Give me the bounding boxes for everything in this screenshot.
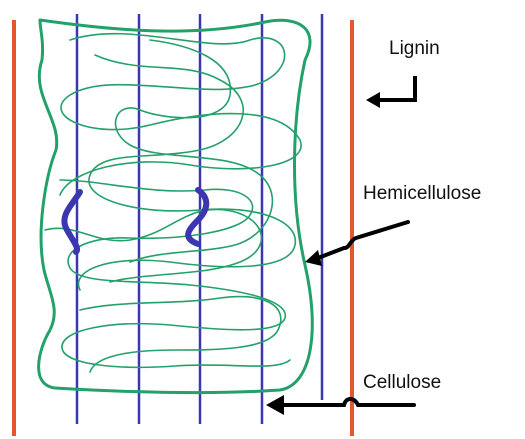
hemicellulose-label: Hemicellulose xyxy=(363,183,481,204)
lignin-network xyxy=(39,20,313,393)
hemicellulose-arrow xyxy=(305,222,408,266)
hemicellulose-kinks xyxy=(64,190,206,252)
cellulose-label: Cellulose xyxy=(363,372,441,393)
hemicellulose-kink xyxy=(188,190,206,244)
lignin-strand xyxy=(80,297,281,372)
cellulose-arrow xyxy=(266,395,414,415)
lignin-label: Lignin xyxy=(389,38,440,59)
lignin-strand xyxy=(60,34,301,195)
lignin-arrow xyxy=(366,78,415,108)
